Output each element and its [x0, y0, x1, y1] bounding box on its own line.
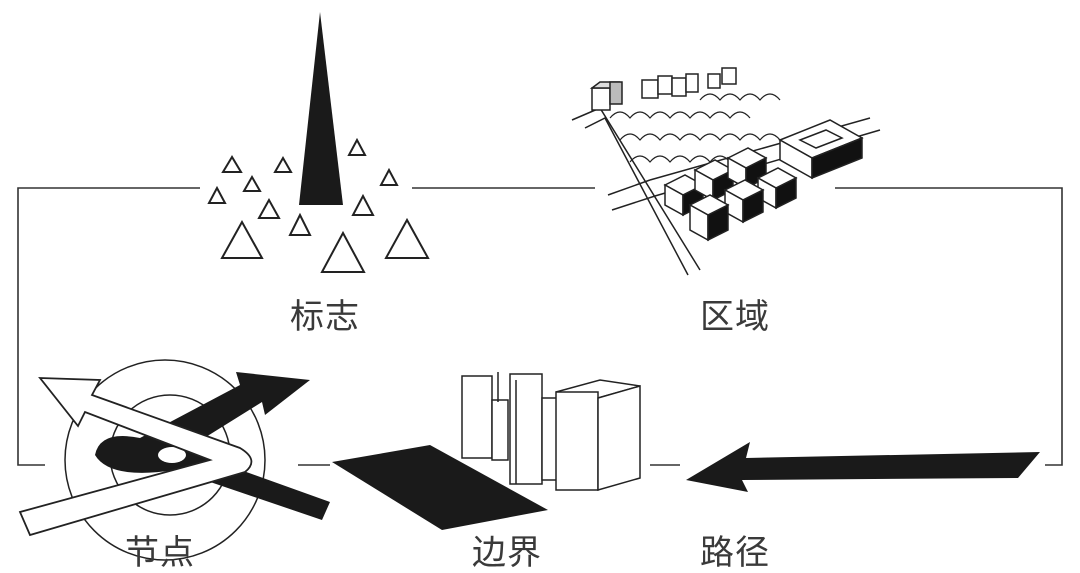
edge-dark-plane [332, 445, 548, 530]
label-district: 区域 [700, 297, 770, 337]
connector-lines [17, 187, 1063, 466]
landmark-triangles [207, 137, 430, 273]
node-black-arrow [95, 372, 330, 520]
edge-buildings [461, 372, 641, 491]
node-illustration [18, 359, 330, 561]
label-landmark: 标志 [290, 297, 360, 337]
landmark-spire [299, 12, 343, 205]
node-outer-circle [64, 359, 266, 561]
node-white-arrow [18, 377, 253, 537]
district-top-buildings [589, 67, 737, 111]
district-courtyard-building [778, 119, 864, 180]
district-trees [609, 93, 781, 163]
label-edge: 边界 [472, 533, 542, 573]
district-illustration [571, 67, 881, 276]
connector-district-to-path [835, 187, 1063, 466]
connector-landmark-to-node [17, 187, 200, 466]
edge-illustration [332, 372, 641, 530]
label-path: 路径 [700, 533, 770, 573]
landmark-illustration [207, 12, 430, 273]
label-node: 节点 [125, 533, 195, 573]
path-arrow [686, 442, 1040, 492]
district-cubes [663, 147, 798, 242]
